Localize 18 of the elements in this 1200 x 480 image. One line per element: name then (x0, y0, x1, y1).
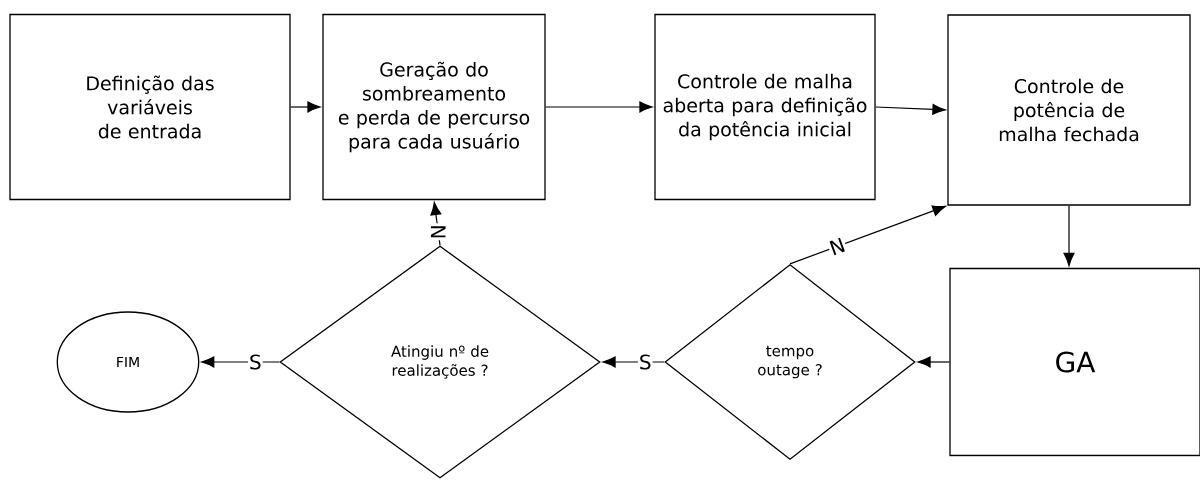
arrow (201, 356, 280, 368)
arrow (290, 101, 321, 113)
arrow (545, 101, 653, 113)
process-box: GA (949, 267, 1200, 457)
arrow (602, 356, 665, 368)
process-box: Controle de malha aberta para definição da potência inicial (654, 13, 876, 201)
process-box: Geração do sombreamento e perda de percurso para cada usuário (322, 13, 546, 201)
edge-label: S (248, 353, 263, 371)
edge-label: N (826, 235, 848, 258)
edge-label: N (429, 223, 447, 241)
arrow (917, 356, 950, 368)
arrow (1063, 205, 1075, 267)
edge-label: S (637, 353, 653, 371)
arrow (430, 201, 442, 246)
process-box: Definição das variáveis de entrada (9, 13, 291, 201)
arrow (789, 205, 946, 265)
arrow (875, 103, 946, 115)
process-box: Controle de potência de malha fechada (947, 14, 1191, 206)
